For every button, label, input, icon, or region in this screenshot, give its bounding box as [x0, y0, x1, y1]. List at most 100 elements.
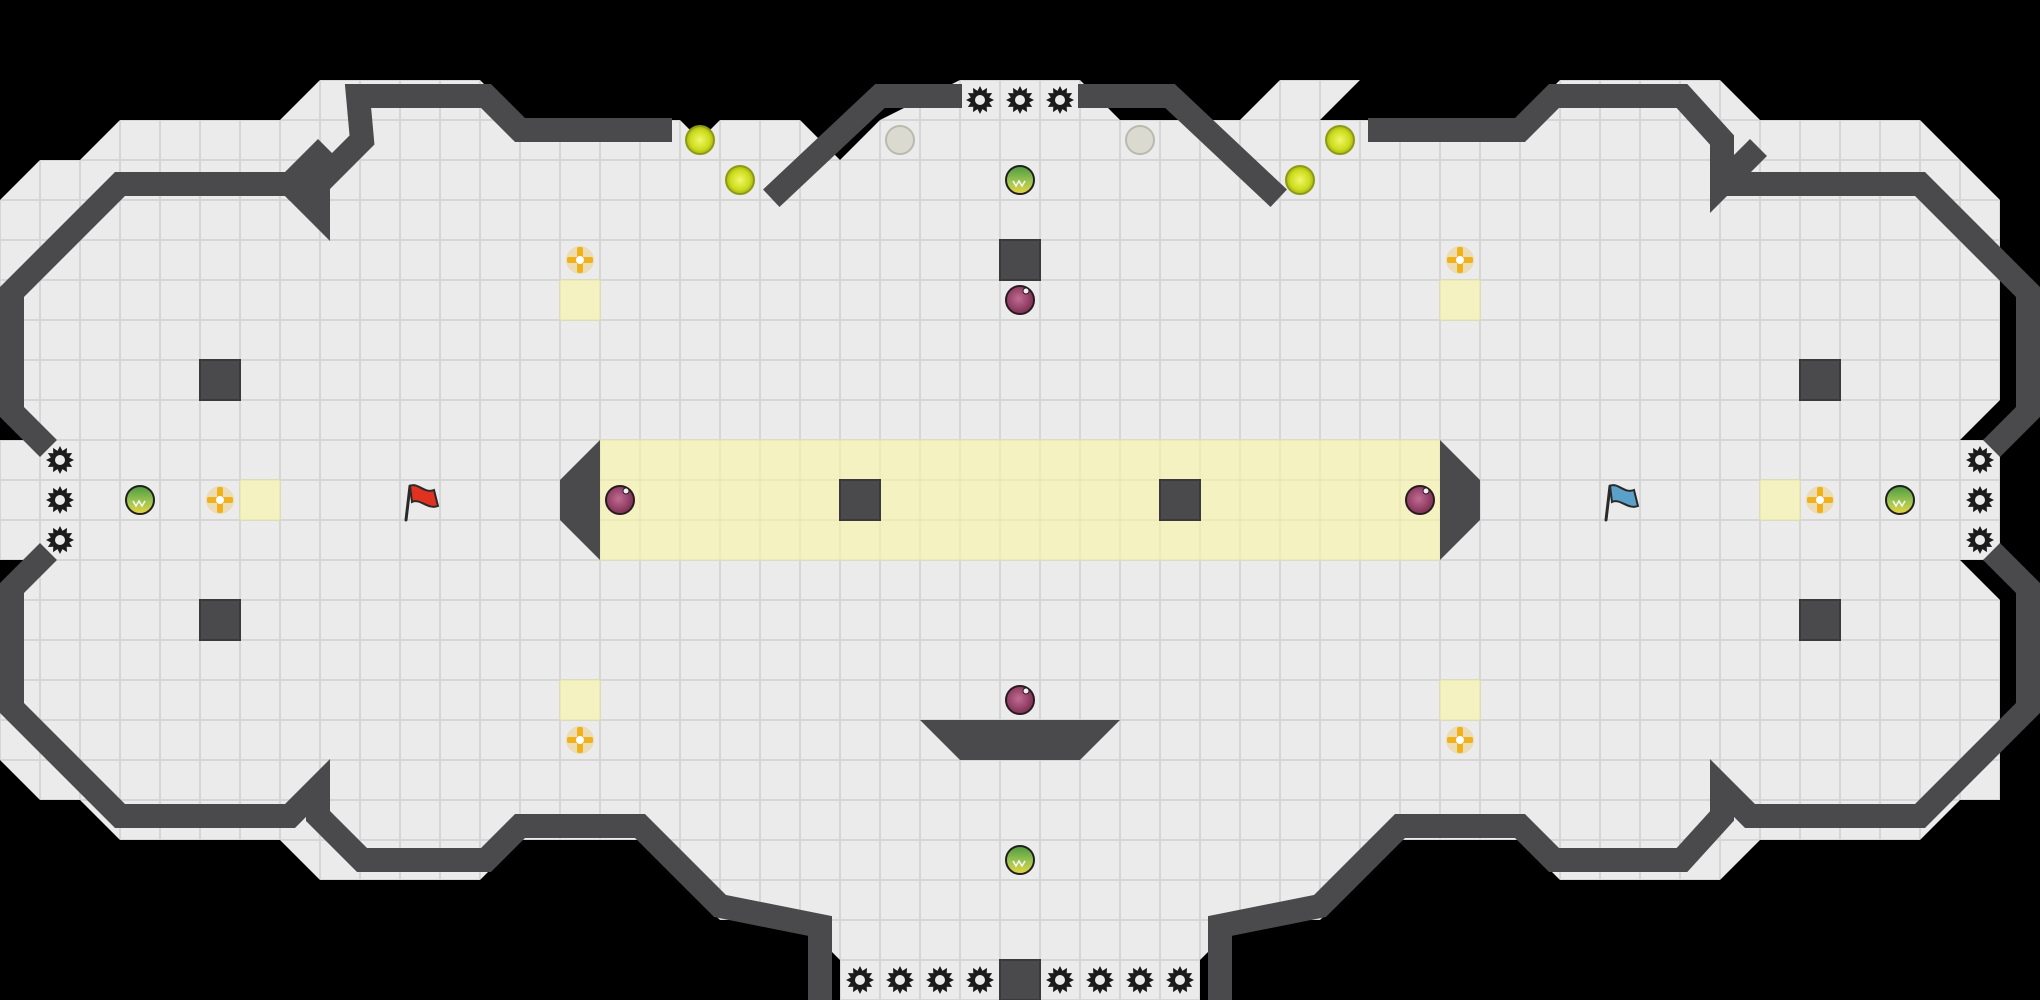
spike-center: [1135, 975, 1145, 985]
bomb-icon: [1405, 485, 1435, 515]
spike-icon: [1166, 966, 1194, 994]
wall-trapezoid-center: [920, 720, 1120, 760]
powerup-icon: [1325, 125, 1355, 155]
block-left-lower: [199, 599, 241, 641]
spike-center: [1975, 455, 1985, 465]
speed-tile-right: [1759, 479, 1801, 521]
bomb-icon: [1005, 285, 1035, 315]
wall-top-center-right: [1078, 84, 1287, 207]
speed-tile-left: [239, 479, 281, 521]
bomb-body: [1005, 285, 1035, 315]
block-center-left: [839, 479, 881, 521]
speed-tile-br: [1439, 679, 1481, 721]
spike-icon: [1046, 86, 1074, 114]
boost-icon: [1446, 726, 1474, 754]
spike-center: [895, 975, 905, 985]
portal-wave: [132, 499, 146, 508]
bomb-icon: [1005, 685, 1035, 715]
spike-center: [1975, 495, 1985, 505]
flag-cloth: [408, 484, 440, 508]
spike-icon: [46, 526, 74, 554]
spike-icon: [1006, 86, 1034, 114]
block-bottom-center: [999, 959, 1041, 1000]
powerup-orb-inactive: [1125, 125, 1155, 155]
wall-triangle-right: [1440, 440, 1480, 560]
wall-top-left: [0, 84, 672, 457]
speed-tile-tl: [559, 279, 601, 321]
spike-center: [975, 95, 985, 105]
block-right-upper: [1799, 359, 1841, 401]
flag-pole: [1604, 484, 1612, 522]
bomb-fuse: [1022, 687, 1030, 695]
wall-top-center-left: [763, 84, 962, 207]
boost-core: [1456, 736, 1464, 744]
boost-core: [576, 256, 584, 264]
red-flag-icon: [404, 484, 440, 522]
bomb-body: [1405, 485, 1435, 515]
boost-icon: [566, 726, 594, 754]
spike-icon: [846, 966, 874, 994]
flag-cloth: [1608, 484, 1640, 508]
bomb-fuse: [1022, 287, 1030, 295]
spike-icon: [966, 966, 994, 994]
powerup-inactive-icon: [1125, 125, 1155, 155]
wall-triangle-left: [560, 440, 600, 560]
portal-ring: [1005, 165, 1035, 195]
spike-icon: [1966, 486, 1994, 514]
powerup-orb: [685, 125, 715, 155]
spike-center: [55, 535, 65, 545]
boost-icon: [1446, 246, 1474, 274]
boost-core: [1456, 256, 1464, 264]
bomb-body: [605, 485, 635, 515]
powerup-icon: [1285, 165, 1315, 195]
spike-icon: [926, 966, 954, 994]
bomb-fuse: [1422, 487, 1430, 495]
spike-center: [855, 975, 865, 985]
portal-wave: [1012, 179, 1026, 188]
spike-icon: [1086, 966, 1114, 994]
portal-wave: [1892, 499, 1906, 508]
bomb-icon: [605, 485, 635, 515]
spike-icon: [1046, 966, 1074, 994]
block-left-upper: [199, 359, 241, 401]
spike-icon: [46, 486, 74, 514]
block-right-lower: [1799, 599, 1841, 641]
arena-entities: [46, 86, 1994, 994]
portal-ring: [1005, 845, 1035, 875]
spike-center: [935, 975, 945, 985]
boost-core: [216, 496, 224, 504]
spike-center: [1055, 95, 1065, 105]
spike-center: [975, 975, 985, 985]
spike-center: [1175, 975, 1185, 985]
boost-core: [1816, 496, 1824, 504]
spike-center: [1055, 975, 1065, 985]
center-speed-strip: [599, 439, 1441, 561]
portal-icon: [1005, 165, 1035, 195]
boost-core: [576, 736, 584, 744]
powerup-orb-inactive: [885, 125, 915, 155]
bomb-fuse: [622, 487, 630, 495]
boost-icon: [206, 486, 234, 514]
spike-center: [55, 455, 65, 465]
speed-tile-tr: [1439, 279, 1481, 321]
powerup-orb: [1325, 125, 1355, 155]
spike-icon: [1126, 966, 1154, 994]
spike-center: [1095, 975, 1105, 985]
spike-icon: [886, 966, 914, 994]
bomb-body: [1005, 685, 1035, 715]
boost-icon: [566, 246, 594, 274]
portal-icon: [1885, 485, 1915, 515]
powerup-orb: [725, 165, 755, 195]
powerup-inactive-icon: [885, 125, 915, 155]
speed-tile-bl: [559, 679, 601, 721]
wall-bottom-right: [1208, 543, 2040, 1000]
blue-flag-icon: [1604, 484, 1640, 522]
spike-center: [55, 495, 65, 505]
wall-top-right-b: [1710, 172, 2040, 457]
flag-pole: [404, 484, 412, 522]
portal-icon: [125, 485, 155, 515]
wall-bottom-left: [0, 543, 832, 1000]
powerup-icon: [725, 165, 755, 195]
spike-icon: [46, 446, 74, 474]
powerup-orb: [1285, 165, 1315, 195]
